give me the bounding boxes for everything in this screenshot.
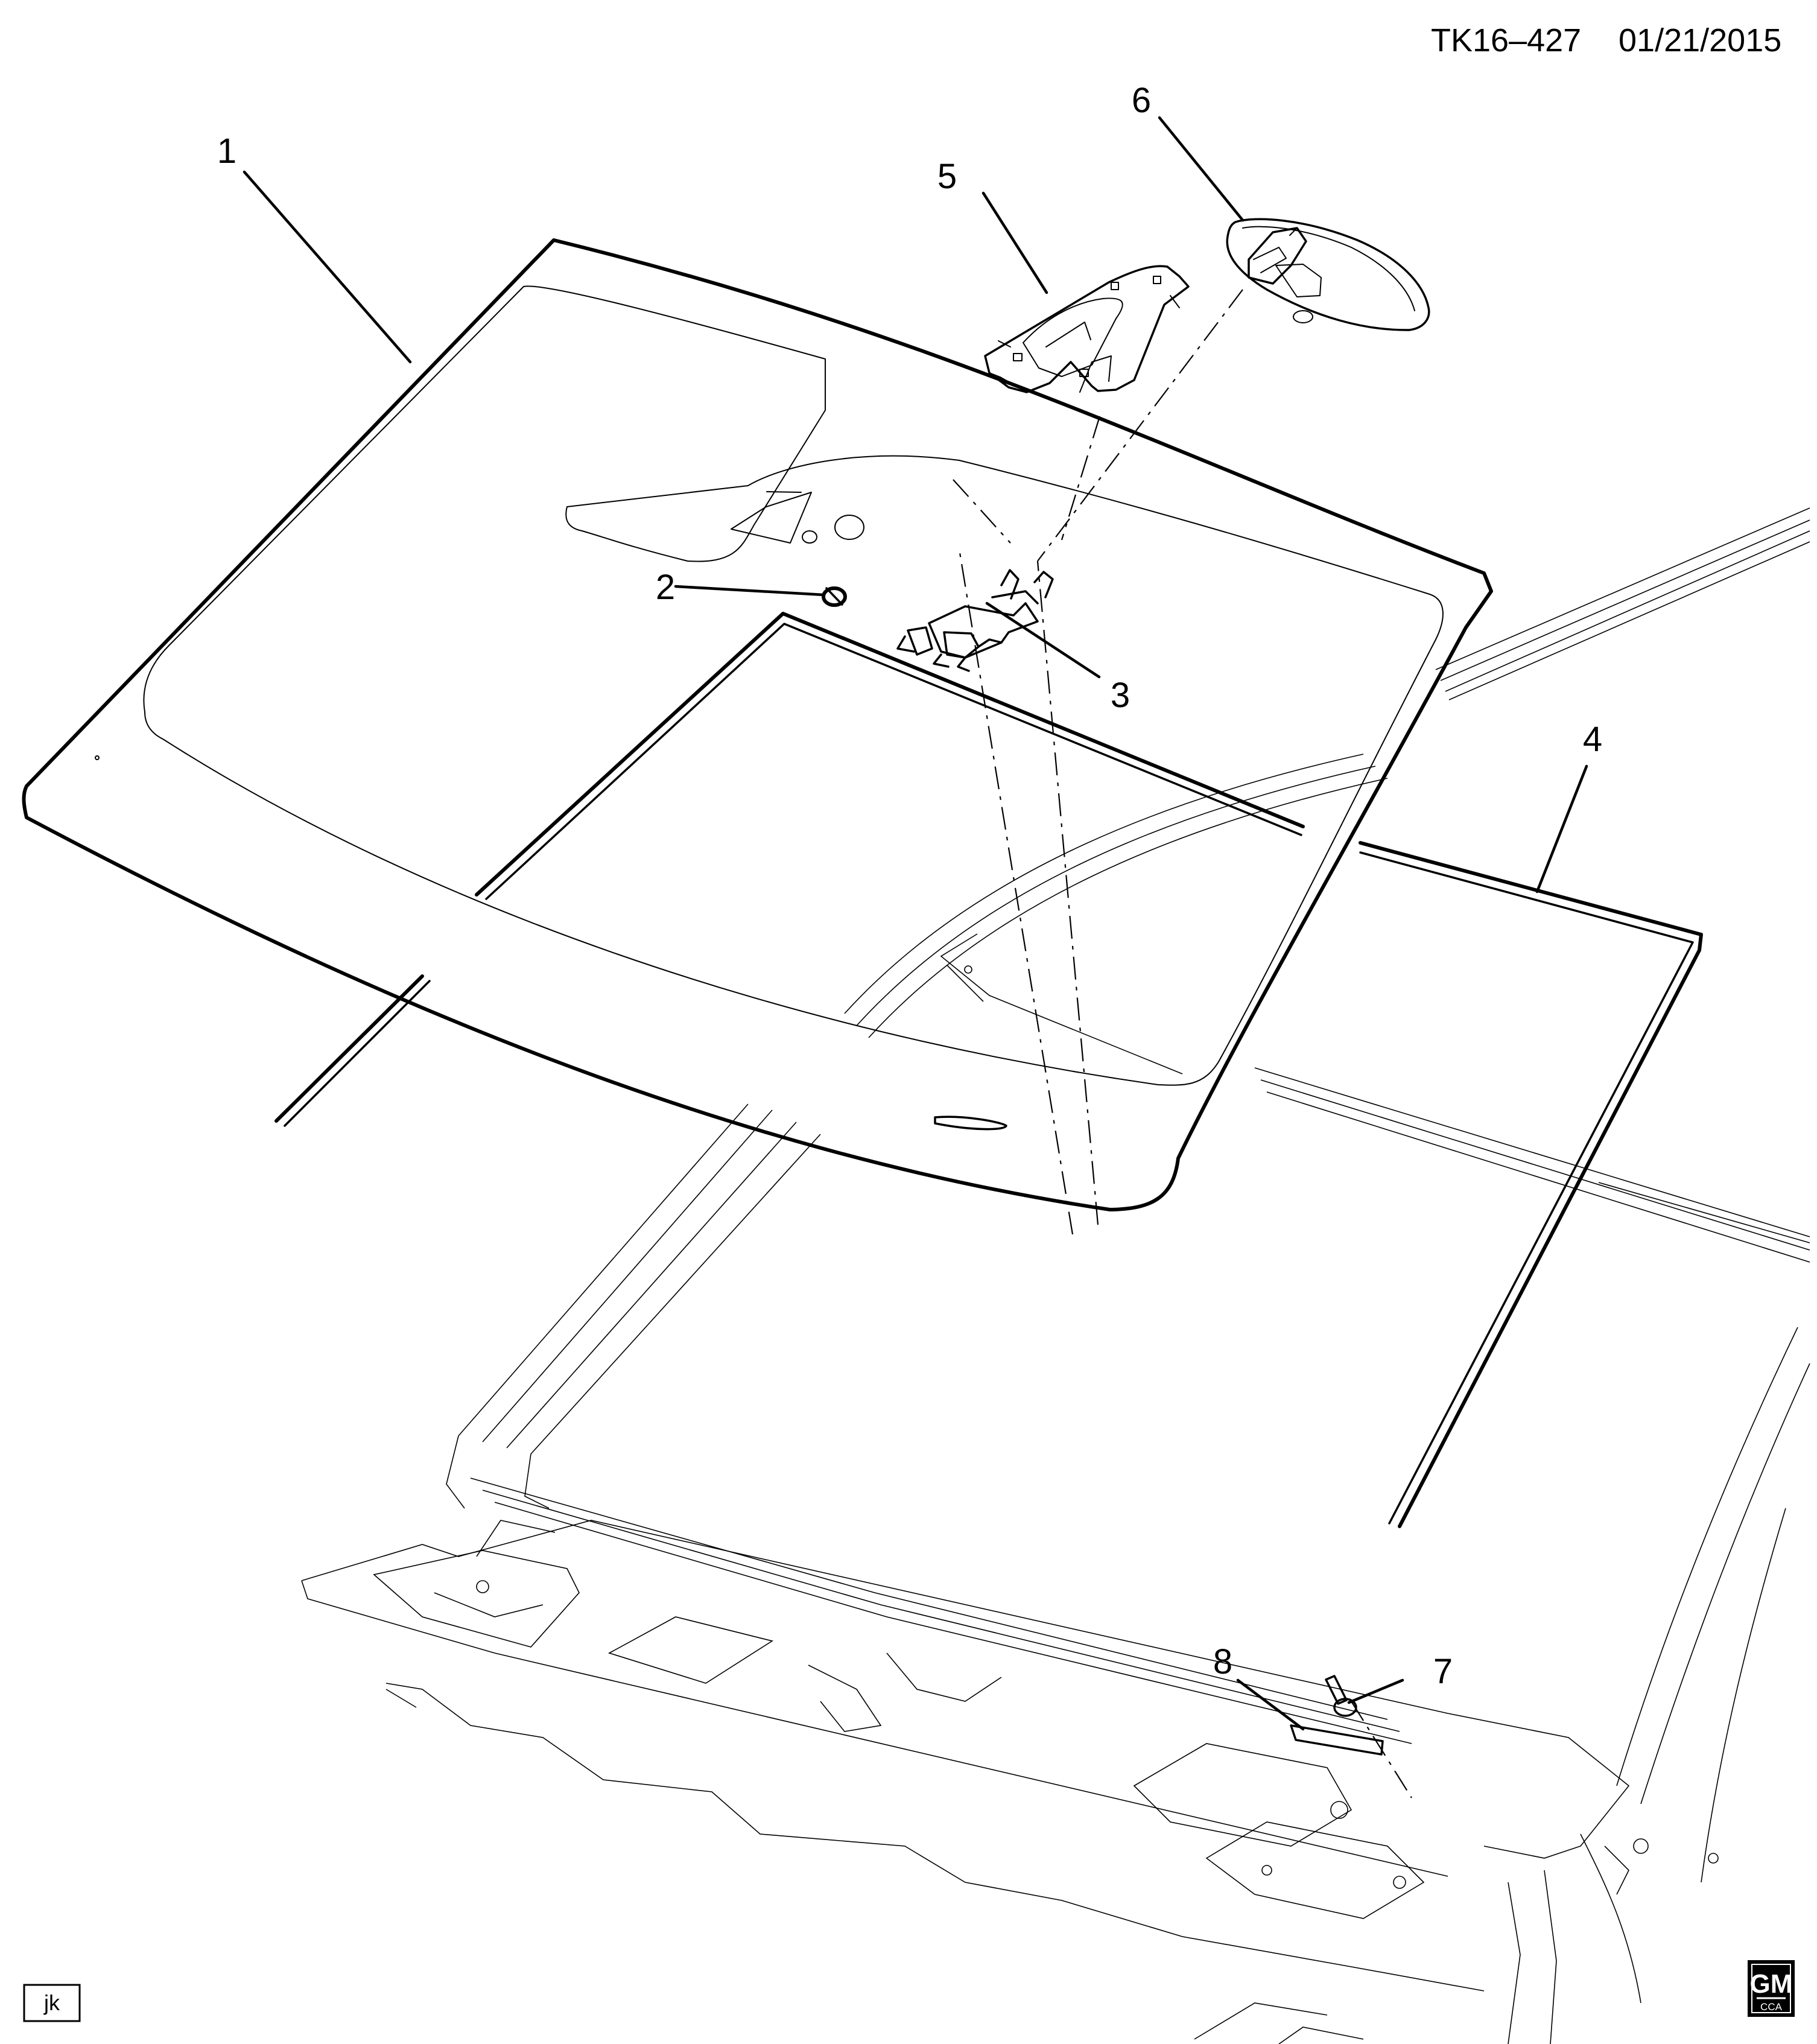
author-initials: jk [43, 1990, 60, 2015]
callout-labels: 1 2 3 4 5 6 7 8 [217, 81, 1602, 1691]
drawing-date: 01/21/2015 [1619, 22, 1781, 59]
windshield-glass [22, 238, 1493, 1211]
callout-5: 5 [937, 157, 957, 196]
callout-1: 1 [217, 132, 236, 171]
author-initials-box: jk [23, 1984, 81, 2022]
gm-logo: GM CCA [1748, 1960, 1795, 2017]
mirror-mount-bracket [896, 569, 1054, 672]
gm-logo-text: GM [1750, 1969, 1793, 1999]
vehicle-body-structure [301, 507, 1810, 2044]
callout-7: 7 [1433, 1652, 1453, 1691]
mirror-support-plate [984, 265, 1190, 393]
cowl-plate [1290, 1724, 1384, 1756]
rearview-mirror [1226, 218, 1430, 331]
callout-4: 4 [1583, 720, 1602, 759]
reveal-molding [274, 612, 1703, 1528]
callout-2: 2 [656, 568, 675, 607]
cowl-screw [1325, 1675, 1357, 1717]
callout-8: 8 [1213, 1642, 1232, 1681]
drawing-id: TK16–427 [1431, 22, 1581, 59]
leader-lines [243, 116, 1588, 1731]
sensor-plug [822, 586, 847, 607]
callout-6: 6 [1132, 81, 1151, 120]
callout-3: 3 [1111, 676, 1130, 715]
gm-logo-subtext: CCA [1760, 2001, 1783, 2013]
